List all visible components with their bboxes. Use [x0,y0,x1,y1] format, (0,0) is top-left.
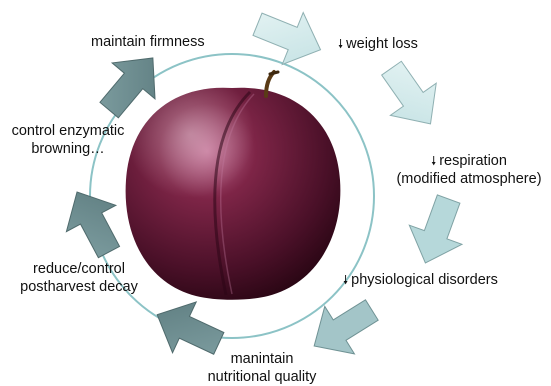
label-respiration: 🠗respiration (modified atmosphere) [388,152,550,188]
arrow-upper-right [369,52,454,140]
label-postharvest-decay: reduce/control postharvest decay [0,260,158,296]
plum-stem-tip [270,72,278,74]
weight-loss-text: weight loss [346,36,418,52]
down-arrow-icon: 🠗 [343,273,348,287]
arrow-left [52,179,133,265]
down-arrow-icon: 🠗 [338,37,343,51]
down-arrow-icon: 🠗 [431,154,436,168]
respiration-text: respiration [439,153,507,169]
nutritional-line-2: nutritional quality [196,368,328,386]
label-weight-loss: 🠗weight loss [338,35,418,53]
firmness-text: maintain firmness [91,34,205,50]
label-physiological-disorders: 🠗physiological disorders [343,271,498,289]
browning-line-1: control enzymatic [0,122,136,140]
respiration-line-1: 🠗respiration [388,152,550,170]
physiological-text: physiological disorders [351,272,498,288]
arrow-right [399,189,475,272]
arrow-top [247,0,331,76]
label-nutritional-quality: manintain nutritional quality [196,350,328,386]
browning-line-2: browning… [0,140,136,158]
label-enzymatic-browning: control enzymatic browning… [0,122,136,158]
decay-line-2: postharvest decay [0,278,158,296]
label-maintain-firmness: maintain firmness [91,33,205,51]
nutritional-line-1: manintain [196,350,328,368]
decay-line-1: reduce/control [0,260,158,278]
respiration-line-2: (modified atmosphere) [388,170,550,188]
